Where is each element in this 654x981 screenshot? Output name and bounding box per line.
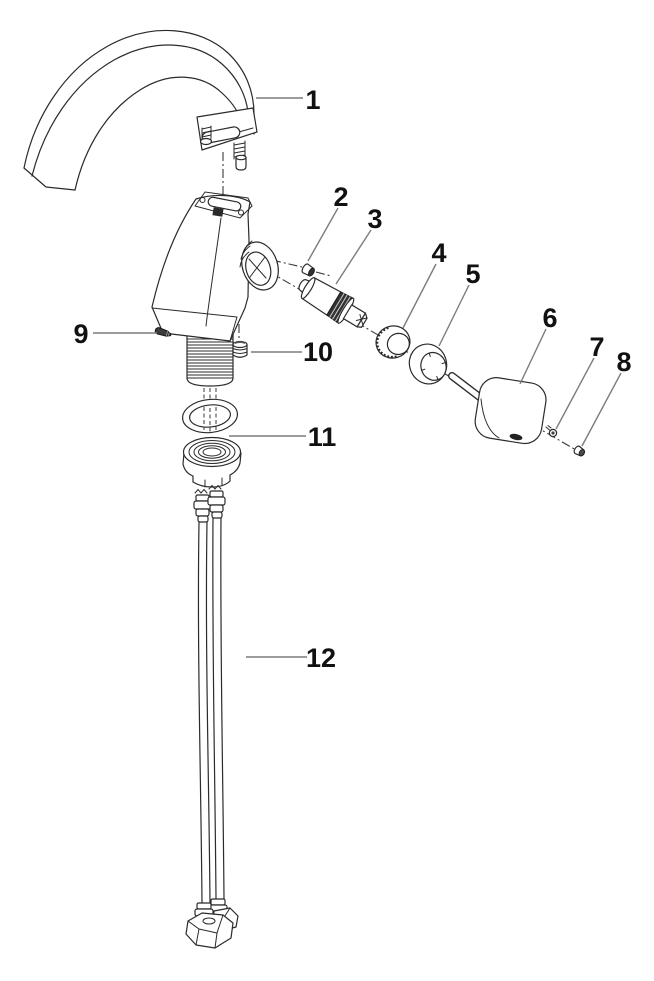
cartridge-boss — [239, 240, 279, 291]
callouts: 1 2 3 4 5 6 7 8 9 10 11 12 — [73, 85, 631, 673]
knurled-ring-nut — [375, 325, 411, 359]
mounting-nut — [182, 436, 242, 488]
cartridge — [298, 277, 368, 328]
handle — [448, 372, 547, 445]
callout-number: 5 — [465, 259, 480, 289]
callout-6: 6 — [519, 303, 558, 385]
spout-stud-right — [233, 140, 247, 171]
callout-7: 7 — [555, 332, 605, 430]
callout-number: 11 — [308, 422, 337, 452]
leader-line — [581, 372, 622, 447]
callout-number: 1 — [305, 85, 320, 115]
callout-10: 10 — [251, 337, 333, 367]
leader-line — [438, 284, 470, 347]
callout-11: 11 — [229, 422, 336, 452]
callout-number: 7 — [589, 332, 604, 362]
callout-4: 4 — [402, 238, 447, 329]
callout-2: 2 — [307, 182, 349, 262]
centerline-under-gasket — [203, 407, 217, 432]
trim-ring — [408, 343, 448, 385]
callout-number: 2 — [333, 182, 348, 212]
callout-9: 9 — [73, 319, 157, 349]
leader-line — [519, 328, 547, 385]
leader-line — [555, 357, 595, 430]
callout-12: 12 — [246, 643, 336, 673]
callout-8: 8 — [581, 347, 632, 447]
callout-1: 1 — [256, 85, 321, 115]
centerline-under-shank — [203, 388, 217, 403]
faucet-body — [151, 191, 279, 342]
callout-number: 10 — [303, 337, 333, 367]
shank-set-screw — [232, 340, 248, 358]
callout-3: 3 — [335, 204, 383, 285]
plug-button — [301, 263, 315, 277]
callout-number: 6 — [542, 303, 557, 333]
leader-line — [402, 263, 437, 329]
callout-number: 9 — [73, 319, 88, 349]
callout-number: 4 — [431, 238, 446, 268]
hose-adapters — [193, 484, 226, 523]
spout — [23, 29, 258, 191]
handle-set-screw — [545, 425, 558, 438]
threaded-shank — [186, 331, 234, 387]
supply-hoses — [185, 517, 239, 949]
callout-number: 12 — [306, 643, 336, 673]
callout-number: 8 — [616, 347, 631, 377]
hose-end-fittings — [185, 898, 239, 949]
spout-stud-left — [199, 125, 213, 146]
callout-5: 5 — [438, 259, 481, 347]
leader-line — [335, 229, 372, 285]
callout-number: 3 — [367, 204, 382, 234]
button-plug — [573, 445, 586, 457]
leader-line — [307, 207, 339, 262]
brand-logo-mark — [212, 207, 224, 217]
